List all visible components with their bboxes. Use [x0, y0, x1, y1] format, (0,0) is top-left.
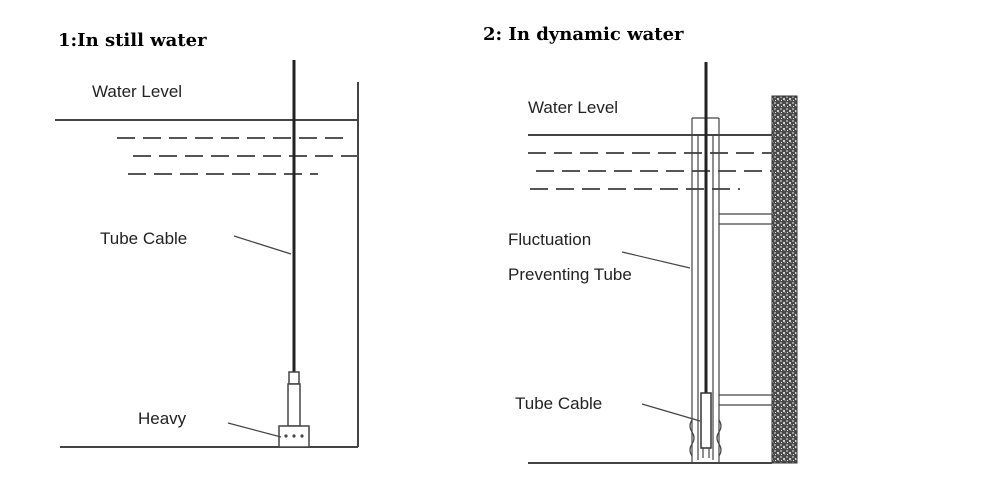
still-water-sensor-cap	[288, 371, 300, 385]
weight-dot	[300, 434, 304, 438]
fluctuation-pointer	[621, 251, 691, 269]
weight-dot	[284, 434, 288, 438]
still-water-level-label: Water Level	[92, 82, 182, 101]
fluctuation-label-line1: Fluctuation	[508, 230, 591, 249]
weight-dot	[292, 434, 296, 438]
dynamic-water-cable-pointer	[641, 403, 701, 422]
dynamic-water-wall	[771, 95, 798, 464]
tube-slot-right	[716, 419, 722, 457]
still-water-heavy-label: Heavy	[138, 409, 187, 428]
fluctuation-label-line2: Preventing Tube	[508, 265, 632, 284]
dynamic-water-level-label: Water Level	[528, 98, 618, 117]
still-water-sensor-body	[287, 383, 301, 427]
tube-slot-left	[689, 419, 695, 457]
still-water-cable-pointer	[233, 235, 292, 255]
still-water-heavy-pointer	[227, 422, 282, 438]
still-water-diagram: 1:In still water Water Level Tube Cable …	[55, 30, 359, 448]
still-water-tube-cable-label: Tube Cable	[100, 229, 187, 248]
dynamic-water-title: 2: In dynamic water	[483, 24, 684, 45]
dynamic-water-tube-cable-label: Tube Cable	[515, 394, 602, 413]
dynamic-water-sensor	[700, 392, 712, 449]
dynamic-water-diagram: 2: In dynamic water Water Level Fluctuat…	[483, 24, 798, 464]
still-water-title: 1:In still water	[58, 30, 207, 51]
